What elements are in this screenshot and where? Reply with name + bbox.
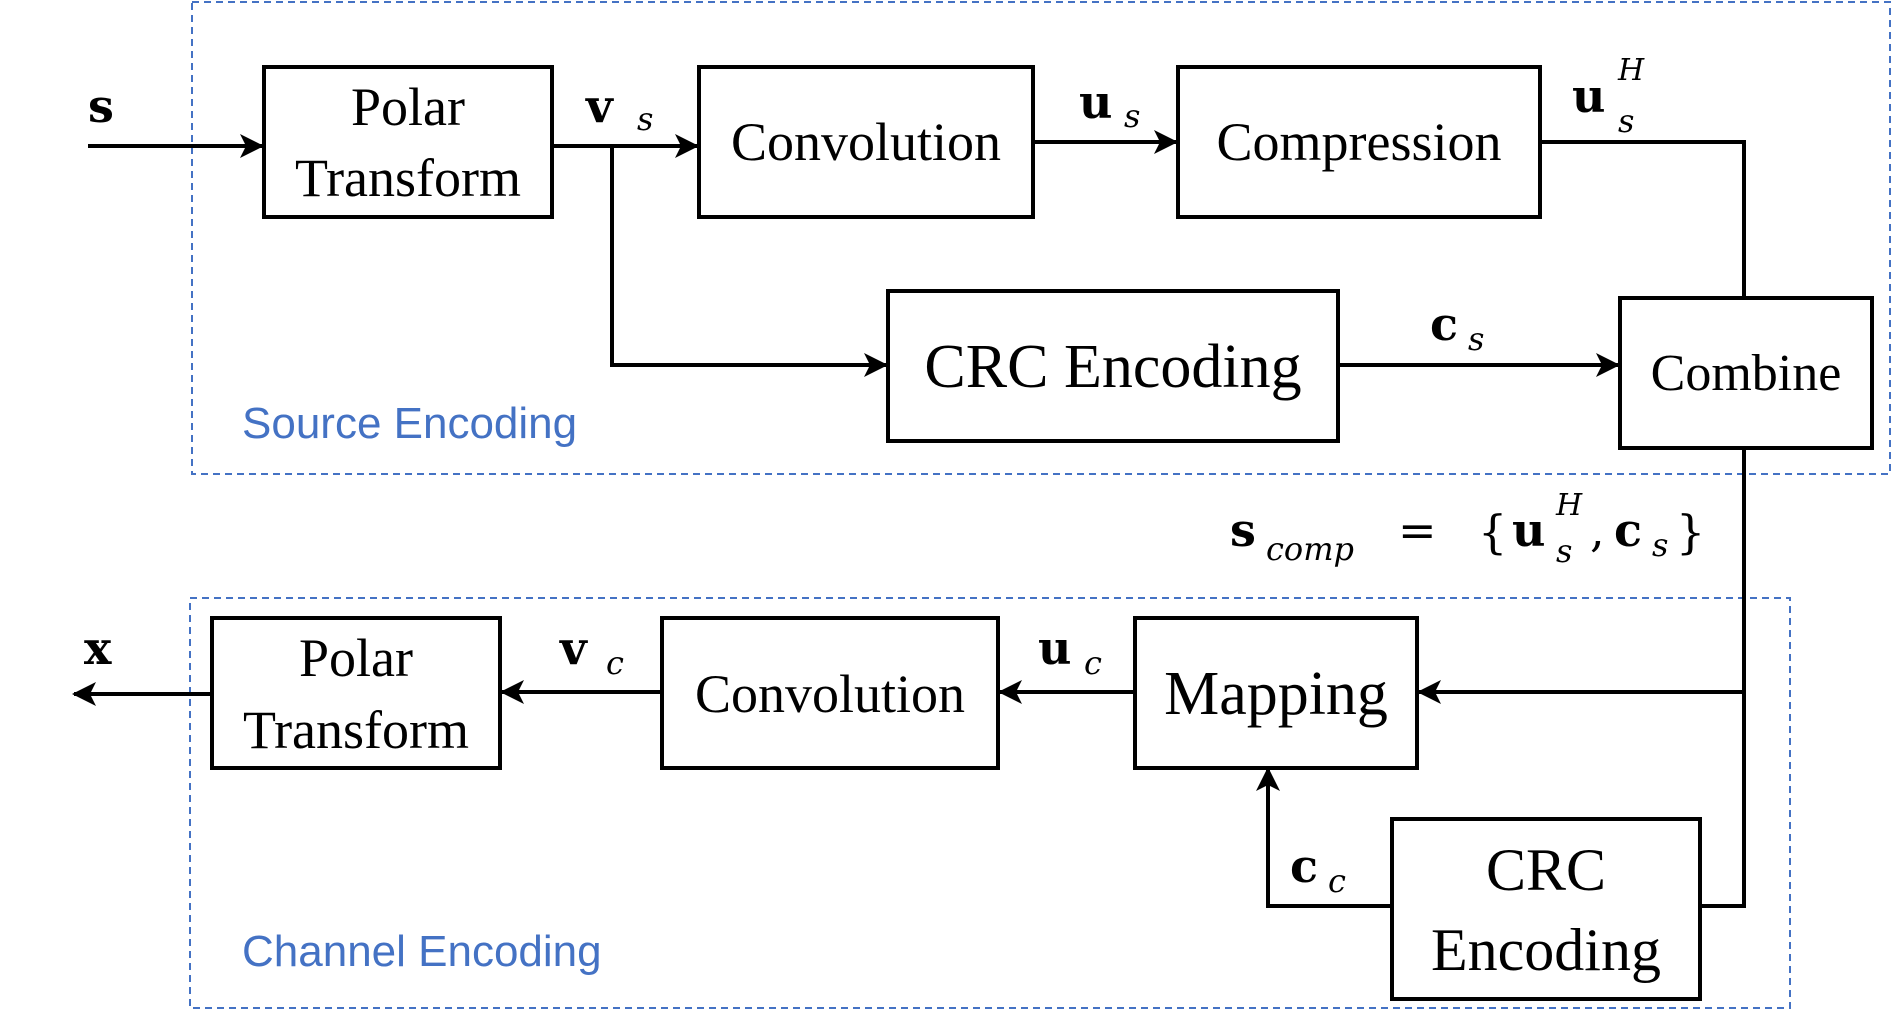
block-label: Combine (1651, 345, 1842, 402)
source-encoding-label: Source Encoding (242, 399, 577, 448)
set-element-c-subscript: s (1652, 526, 1668, 564)
block-label-line-2: Transform (295, 148, 521, 208)
symbol-base: v (585, 79, 614, 133)
channel-crc-encoding-block: CRC Encoding (1390, 817, 1702, 1001)
symbol-base: v (559, 621, 588, 675)
block-label: Convolution (731, 112, 1001, 172)
symbol-base: c (1430, 297, 1458, 351)
wire-cc-to-mapping (1256, 767, 1390, 908)
block-label: CRC Encoding (924, 333, 1301, 401)
symbol-subscript: s (1468, 320, 1484, 358)
channel-encoding-region: Channel Encoding (189, 597, 1791, 1009)
source-crc-encoding-block: CRC Encoding (886, 289, 1340, 443)
comma: , (1590, 503, 1605, 557)
signal-s-comp-equation: s comp = { u s H , c s } (1230, 488, 1705, 570)
signal-x: x (84, 621, 112, 675)
symbol-base: u (1079, 75, 1112, 129)
symbol-subscript: c (1084, 644, 1102, 682)
symbol-subscript: c (1328, 862, 1346, 900)
signal-u-s: u s (1079, 75, 1140, 135)
equals-sign: = (1398, 503, 1437, 557)
close-brace: } (1676, 505, 1705, 559)
block-label-line-2: Encoding (1431, 917, 1661, 983)
channel-convolution-block: Convolution (660, 616, 1000, 770)
mapping-block: Mapping (1133, 616, 1419, 770)
combine-block: Combine (1618, 296, 1874, 450)
wire-usH-to-combine (1540, 140, 1746, 296)
compression-block: Compression (1176, 65, 1542, 219)
symbol-superscript: H (1617, 53, 1645, 88)
symbol-subscript: s (1124, 97, 1140, 135)
symbol-subscript: s (637, 100, 653, 138)
wire-combine-trunk (1740, 448, 1746, 908)
signal-s: s (88, 79, 114, 133)
symbol-subscript: s (1618, 102, 1634, 140)
block-label-line-1: Polar (299, 628, 413, 688)
channel-encoding-label: Channel Encoding (242, 927, 602, 976)
block-label-line-2: Transform (243, 700, 469, 760)
symbol-base: u (1572, 69, 1605, 123)
open-brace: { (1478, 505, 1507, 559)
symbol-base: s (88, 79, 114, 133)
signal-v-c: v c (559, 621, 624, 682)
block-label-line-1: CRC (1486, 837, 1606, 903)
symbol-subscript: c (606, 644, 624, 682)
source-polar-transform-block: Polar Transform (262, 65, 554, 219)
signal-v-s: v s (585, 79, 653, 138)
channel-polar-transform-block: Polar Transform (210, 616, 502, 770)
set-element-u: u (1512, 503, 1545, 557)
source-encoding-region: Source Encoding (191, 1, 1891, 475)
symbol-subscript: comp (1266, 530, 1354, 568)
symbol-base: x (84, 621, 112, 675)
signal-c-s: c s (1430, 297, 1484, 358)
signal-u-s-h: u s H (1572, 53, 1645, 140)
signal-u-c: u c (1038, 621, 1102, 682)
signal-c-c: c c (1290, 839, 1346, 900)
set-element-c: c (1614, 503, 1642, 557)
set-element-u-superscript: H (1555, 488, 1583, 523)
symbol-base: s (1230, 503, 1256, 557)
block-label: Mapping (1164, 660, 1388, 728)
wire-vs-to-crc (610, 146, 888, 377)
symbol-base: c (1290, 839, 1318, 893)
block-label: Compression (1216, 112, 1501, 172)
block-label-line-1: Polar (351, 77, 465, 137)
symbol-base: u (1038, 621, 1071, 675)
set-element-u-subscript: s (1556, 532, 1572, 570)
source-convolution-block: Convolution (697, 65, 1035, 219)
block-label: Convolution (695, 664, 965, 724)
